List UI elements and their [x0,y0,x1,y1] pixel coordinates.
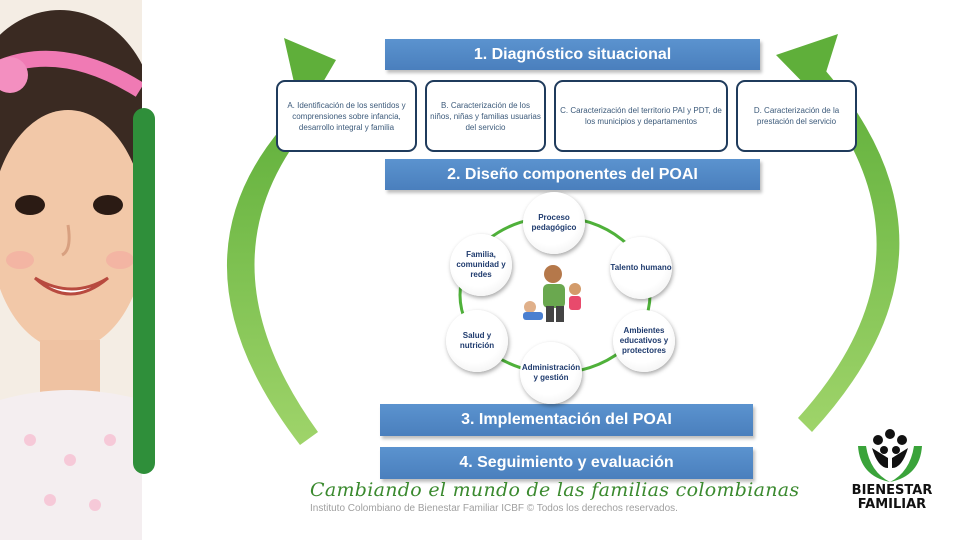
family-figures-icon [858,429,922,482]
tagline: Cambiando el mundo de las familias colom… [310,479,800,501]
diagnostic-box-d: D. Caracterización de la prestación del … [736,80,857,152]
green-accent-bar [133,108,155,474]
logo-line-1: BIENESTAR [851,483,933,498]
child-portrait-image [0,0,142,540]
child-photo [0,0,142,540]
component-talento-humano: Talento humano [610,237,672,299]
step-2-diseno: 2. Diseño componentes del POAI [385,159,760,190]
component-administracion: Administración y gestión [520,342,582,404]
logo-wordmark: BIENESTAR FAMILIAR [846,484,938,512]
diagnostic-box-a: A. Identificación de los sentidos y comp… [276,80,417,152]
left-cycle-arrow [226,38,336,445]
step-1-diagnostico: 1. Diagnóstico situacional [385,39,760,70]
poai-component-cycle: Proceso pedagógico Talento humano Ambien… [430,192,700,404]
diagnostic-box-b: B. Caracterización de los niños, niñas y… [425,80,546,152]
copyright-notice: Instituto Colombiano de Bienestar Famili… [310,503,678,514]
step-4-seguimiento: 4. Seguimiento y evaluación [380,447,753,479]
component-ambientes: Ambientes educativos y protectores [613,310,675,372]
component-proceso-pedagogico: Proceso pedagógico [523,192,585,254]
diagnostic-box-c: C. Caracterización del territorio PAI y … [554,80,728,152]
bienestar-familiar-logo [858,429,922,482]
component-salud-nutricion: Salud y nutrición [446,310,508,372]
component-familia-comunidad: Familia, comunidad y redes [450,234,512,296]
logo-line-2: FAMILIAR [857,497,927,512]
children-illustration [523,265,581,322]
step-3-implementacion: 3. Implementación del POAI [380,404,753,436]
